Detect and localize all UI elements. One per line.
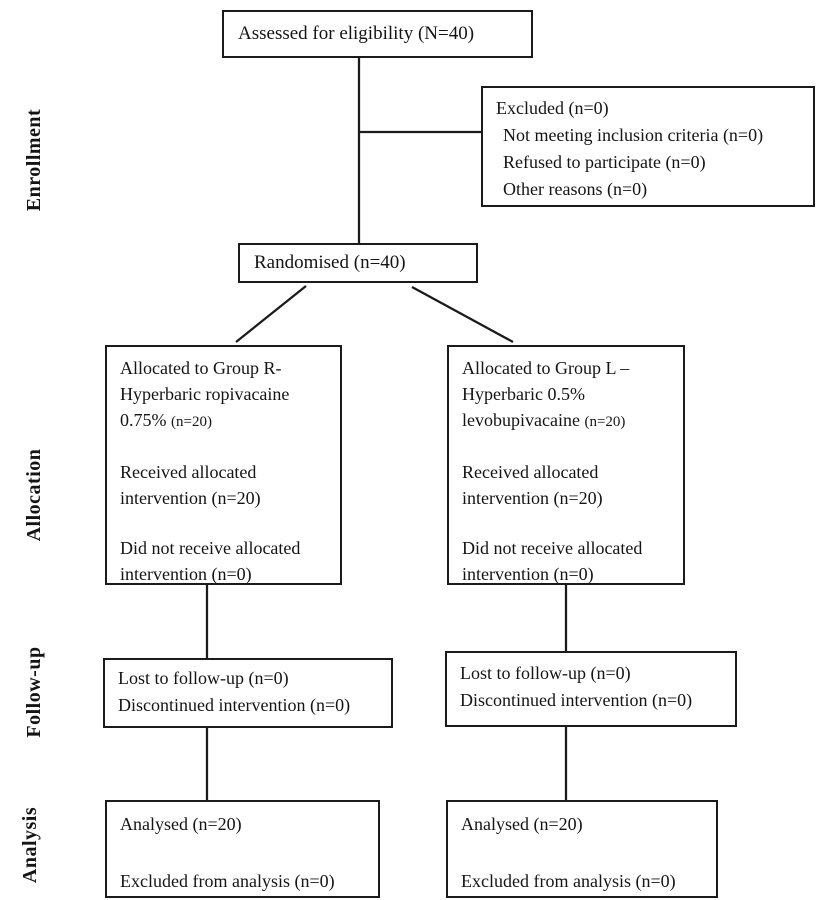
alloc-r-line-3: 0.75% (n=20) bbox=[120, 407, 332, 435]
an-right-analysed: Analysed (n=20) bbox=[461, 814, 583, 834]
alloc-l-notreceived-2: intervention (n=0) bbox=[462, 564, 594, 584]
fu-left-lost: Lost to follow-up (n=0) bbox=[118, 668, 289, 688]
stage-label-analysis: Analysis bbox=[19, 806, 41, 884]
spacer bbox=[120, 435, 332, 459]
fu-right-lost: Lost to follow-up (n=0) bbox=[460, 663, 631, 683]
alloc-r-notreceived-2: intervention (n=0) bbox=[120, 564, 252, 584]
excluded-reason-1: Not meeting inclusion criteria (n=0) bbox=[503, 125, 764, 145]
assessed-text: Assessed for eligibility (N=40) bbox=[238, 23, 475, 44]
an-left-excluded: Excluded from analysis (n=0) bbox=[120, 871, 335, 891]
followup-left-box: Lost to follow-up (n=0) Discontinued int… bbox=[103, 658, 393, 728]
alloc-r-line-3-n: (n=20) bbox=[171, 414, 212, 430]
an-right-excluded: Excluded from analysis (n=0) bbox=[461, 871, 676, 891]
alloc-l-line-2: Hyperbaric 0.5% bbox=[462, 384, 585, 404]
spacer bbox=[462, 435, 675, 459]
followup-right-box: Lost to follow-up (n=0) Discontinued int… bbox=[445, 651, 737, 727]
stage-label-enrollment: Enrollment bbox=[23, 108, 45, 212]
line-randomised-to-alloc-left bbox=[235, 285, 307, 343]
spacer bbox=[120, 838, 370, 868]
excluded-box: Excluded (n=0) Not meeting inclusion cri… bbox=[481, 86, 815, 207]
alloc-r-received-2: intervention (n=20) bbox=[120, 488, 261, 508]
line-randomised-to-alloc-right bbox=[411, 286, 514, 343]
spacer bbox=[462, 511, 675, 535]
alloc-l-line-3-n: (n=20) bbox=[584, 414, 626, 430]
alloc-r-received-1: Received allocated bbox=[120, 462, 257, 482]
stage-label-allocation: Allocation bbox=[23, 448, 45, 542]
excluded-reason-2: Refused to participate (n=0) bbox=[503, 152, 706, 172]
an-left-analysed: Analysed (n=20) bbox=[120, 814, 242, 834]
randomised-text: Randomised (n=40) bbox=[254, 252, 406, 273]
analysis-left-box: Analysed (n=20) Excluded from analysis (… bbox=[105, 800, 380, 898]
randomised-box: Randomised (n=40) bbox=[238, 243, 478, 283]
alloc-l-received-2: intervention (n=20) bbox=[462, 488, 603, 508]
excluded-reason-3: Other reasons (n=0) bbox=[503, 179, 648, 199]
fu-right-discontinued: Discontinued intervention (n=0) bbox=[460, 690, 693, 710]
alloc-r-line-3-main: 0.75% bbox=[120, 410, 171, 430]
alloc-r-line-1: Allocated to Group R- bbox=[120, 358, 282, 378]
spacer bbox=[120, 511, 332, 535]
alloc-r-notreceived-1: Did not receive allocated bbox=[120, 538, 301, 558]
allocation-group-l-box: Allocated to Group L – Hyperbaric 0.5% l… bbox=[447, 345, 685, 585]
assessed-eligibility-box: Assessed for eligibility (N=40) bbox=[222, 10, 533, 58]
alloc-l-received-1: Received allocated bbox=[462, 462, 599, 482]
fu-left-discontinued: Discontinued intervention (n=0) bbox=[118, 695, 351, 715]
allocation-group-r-box: Allocated to Group R- Hyperbaric ropivac… bbox=[105, 345, 342, 585]
spacer bbox=[461, 838, 708, 868]
alloc-r-line-2: Hyperbaric ropivacaine bbox=[120, 384, 290, 404]
alloc-l-notreceived-1: Did not receive allocated bbox=[462, 538, 643, 558]
alloc-l-line-3-main: levobupivacaine bbox=[462, 410, 585, 430]
alloc-l-line-3: levobupivacaine (n=20) bbox=[462, 407, 675, 435]
analysis-right-box: Analysed (n=20) Excluded from analysis (… bbox=[446, 800, 718, 898]
alloc-l-line-1: Allocated to Group L – bbox=[462, 358, 630, 378]
excluded-title: Excluded (n=0) bbox=[496, 98, 609, 118]
